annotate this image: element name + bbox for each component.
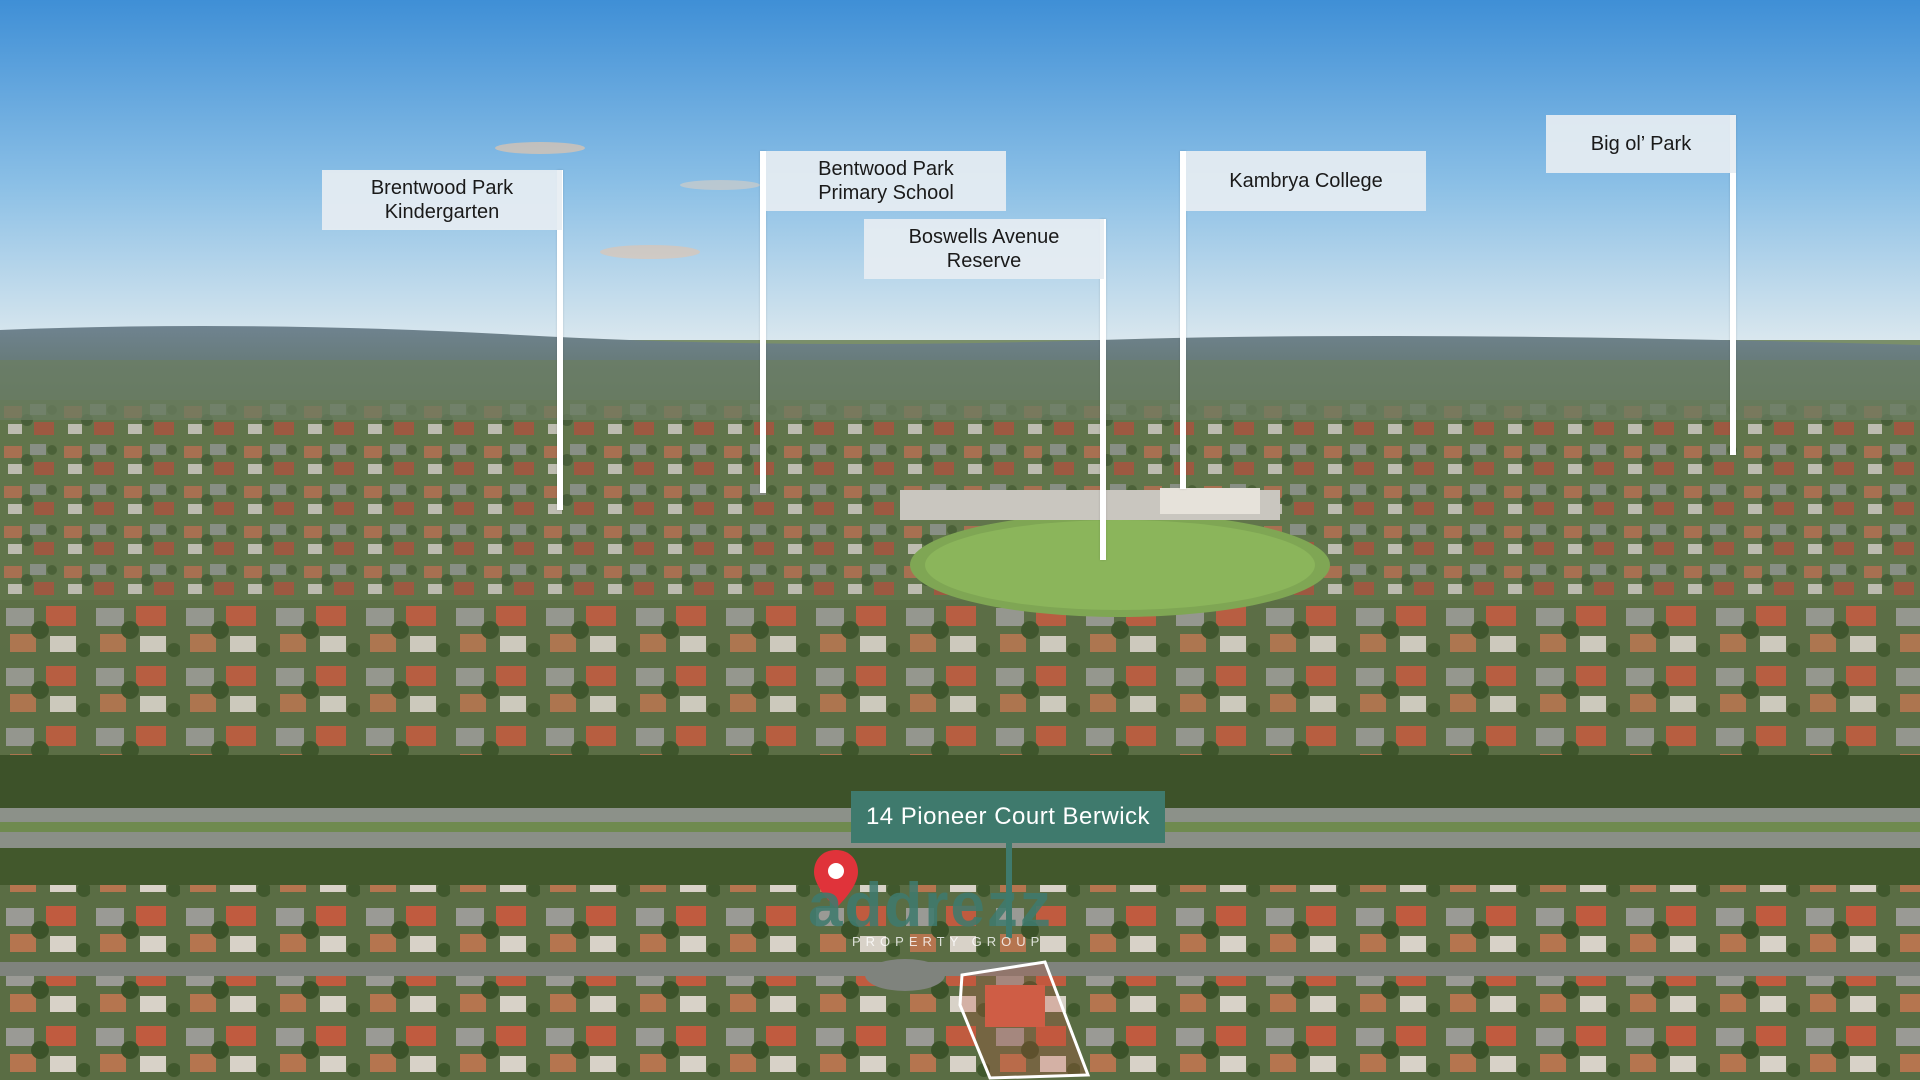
poi-line-big-ol-park bbox=[1730, 115, 1736, 455]
brand-name: addrezz bbox=[808, 871, 1053, 940]
poi-label-primary-school: Bentwood Park Primary School bbox=[766, 151, 1006, 211]
poi-line-kambrya-college bbox=[1180, 151, 1186, 489]
poi-label-reserve: Boswells Avenue Reserve bbox=[864, 219, 1104, 279]
poi-line-kindergarten bbox=[557, 170, 563, 510]
poi-label-big-ol-park: Big ol’ Park bbox=[1546, 115, 1736, 173]
poi-line-primary-school bbox=[760, 151, 766, 493]
poi-label-kindergarten: Brentwood Park Kindergarten bbox=[322, 170, 562, 230]
brand-tagline: PROPERTY GROUP bbox=[852, 934, 1044, 949]
location-pin-icon bbox=[814, 850, 858, 908]
poi-line-reserve bbox=[1100, 219, 1106, 560]
address-pin-line bbox=[1006, 843, 1012, 938]
brand-logo: addrezz PROPERTY GROUP bbox=[808, 850, 1053, 949]
address-banner: 14 Pioneer Court Berwick bbox=[851, 791, 1165, 843]
poi-label-kambrya-college: Kambrya College bbox=[1186, 151, 1426, 211]
